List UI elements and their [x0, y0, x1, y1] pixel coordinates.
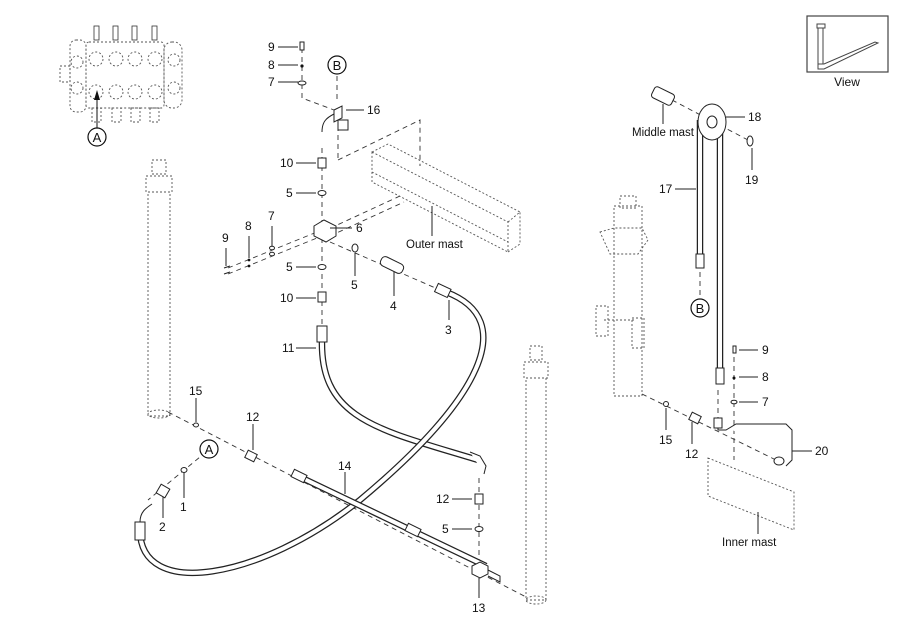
free-lift-cylinder: [595, 195, 649, 397]
callout-12: 12: [685, 447, 699, 461]
callout-8: 8: [268, 58, 275, 72]
callout-12: 12: [246, 410, 260, 424]
reference-marker-b-right: B: [690, 298, 710, 318]
inner-mast-label: Inner mast: [722, 537, 777, 549]
callout-10: 10: [280, 291, 294, 305]
callout-3: 3: [445, 323, 452, 337]
callout-1: 1: [180, 500, 187, 514]
callout-13: 13: [472, 601, 486, 615]
reference-marker-a-line: A: [199, 439, 219, 459]
callout-20: 20: [815, 444, 829, 458]
callout-15: 15: [659, 433, 673, 447]
callout-4: 4: [390, 299, 397, 313]
callout-17: 17: [659, 182, 673, 196]
callout-9: 9: [268, 40, 275, 54]
hose-3: [134, 282, 487, 576]
reference-marker-a-valve: A: [87, 127, 107, 147]
callout-9: 9: [222, 231, 229, 245]
callout-5: 5: [442, 522, 449, 536]
callout-7: 7: [268, 75, 275, 89]
fittings: [155, 41, 793, 583]
callout-19: 19: [745, 173, 759, 187]
reference-marker-b-top: B: [327, 55, 347, 75]
callout-9: 9: [762, 343, 769, 357]
callout-18: 18: [748, 110, 762, 124]
inner-mast: [707, 457, 795, 531]
callout-5: 5: [351, 278, 358, 292]
callouts: 9 8 7 16 10 5 6 7 8 9 5 5 10 4 3 11 15: [159, 40, 829, 615]
outer-mast: [371, 143, 521, 253]
control-valve: [59, 25, 183, 128]
left-lift-cylinder: [145, 159, 173, 419]
svg-text:B: B: [696, 301, 705, 316]
callout-2: 2: [159, 520, 166, 534]
callout-5: 5: [286, 260, 293, 274]
center-lift-cylinder: [523, 345, 549, 605]
callout-7: 7: [268, 209, 275, 223]
hose-14: [290, 468, 488, 569]
callout-15: 15: [189, 384, 203, 398]
callout-7: 7: [762, 395, 769, 409]
callout-8: 8: [762, 370, 769, 384]
middle-mast-label: Middle mast: [632, 127, 695, 139]
view-inset: View: [806, 15, 889, 89]
svg-text:A: A: [93, 130, 102, 145]
callout-5: 5: [286, 186, 293, 200]
assembly-lines: [147, 48, 781, 599]
hose-11: [316, 325, 487, 475]
svg-text:B: B: [333, 58, 342, 73]
svg-text:A: A: [205, 442, 214, 457]
callout-11: 11: [282, 341, 295, 355]
callout-14: 14: [338, 459, 352, 473]
view-label: View: [834, 75, 860, 89]
callout-12: 12: [436, 492, 450, 506]
hose-17: [695, 120, 725, 385]
callout-8: 8: [245, 219, 252, 233]
outer-mast-label: Outer mast: [406, 239, 464, 251]
callout-6: 6: [356, 221, 363, 235]
callout-10: 10: [280, 156, 294, 170]
callout-16: 16: [367, 103, 381, 117]
